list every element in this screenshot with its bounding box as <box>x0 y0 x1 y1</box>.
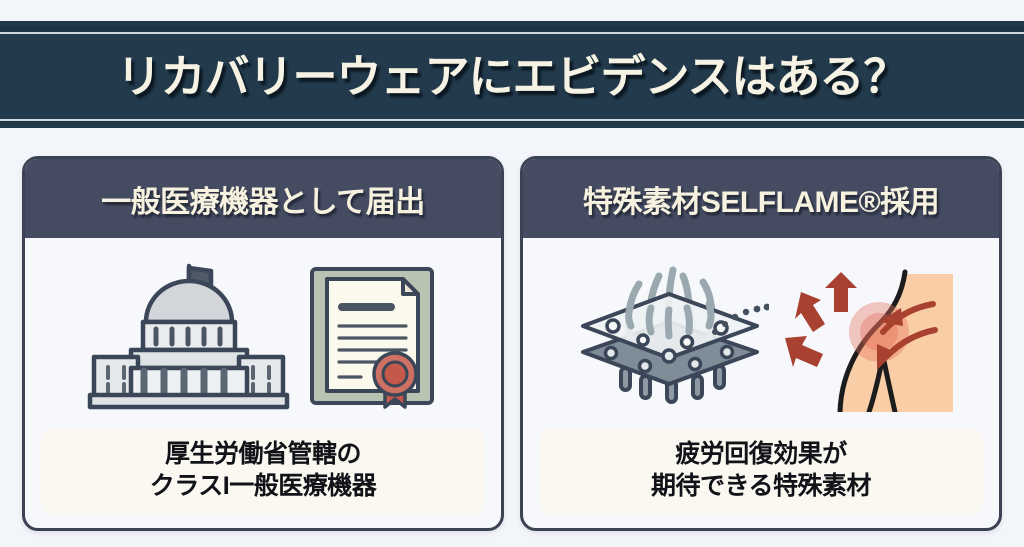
card-medical-device-caption-line1: 厚生労働省管轄の <box>164 440 362 468</box>
card-selflame-material-header: 特殊素材SELFLAME®採用 <box>523 159 999 238</box>
cards-container: 一般医療機器として届出 <box>0 156 1024 531</box>
card-medical-device-header: 一般医療機器として届出 <box>25 159 501 238</box>
card-medical-device-body <box>25 238 501 428</box>
card-selflame-material-caption: 疲労回復効果が 期待できる特殊素材 <box>539 428 983 514</box>
header-banner-inner: リカバリーウェアにエビデンスはある？ <box>0 32 1024 121</box>
header-banner: リカバリーウェアにエビデンスはある？ <box>0 21 1024 128</box>
card-medical-device-caption-line2: クラスI一般医療機器 <box>149 471 377 500</box>
government-building-icon <box>87 263 290 410</box>
card-selflame-material-caption-line1: 疲労回復効果が <box>675 440 847 468</box>
card-medical-device-header-label: 一般医療機器として届出 <box>101 185 425 219</box>
card-selflame-material-header-label: 特殊素材SELFLAME®採用 <box>582 185 940 219</box>
card-medical-device: 一般医療機器として届出 <box>22 156 504 531</box>
card-selflame-material: 特殊素材SELFLAME®採用 <box>520 156 1002 531</box>
certificate-document-icon <box>310 267 434 409</box>
fabric-layers-icon <box>581 266 769 404</box>
page-title: リカバリーウェアにエビデンスはある？ <box>116 51 908 102</box>
card-selflame-material-caption-line2: 期待できる特殊素材 <box>650 471 872 500</box>
card-medical-device-caption: 厚生労働省管轄の クラスI一般医療機器 <box>41 428 485 514</box>
shoulder-recovery-icon <box>785 269 953 412</box>
card-selflame-material-body <box>523 238 999 428</box>
